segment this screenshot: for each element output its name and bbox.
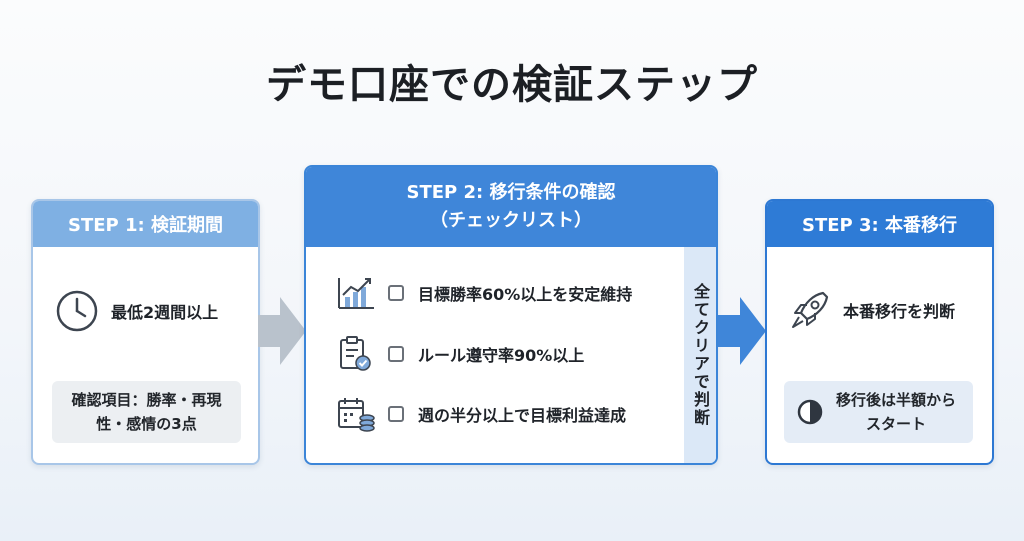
step2-header-line2: （チェックリスト） xyxy=(430,210,592,231)
checklist-item: 目標勝率60%以上を安定維持 xyxy=(336,275,632,311)
step1-note-line1: 確認項目：勝率・再現 xyxy=(71,391,222,409)
checklist-item: ルール遵守率90%以上 xyxy=(336,336,584,372)
step1-header: STEP 1: 検証期間 xyxy=(33,201,258,247)
step2-header-line1: STEP 2: 移行条件の確認 xyxy=(406,182,616,203)
step1-card: STEP 1: 検証期間 最低2週間以上 確認項目：勝率・再現 性・感情の3点 xyxy=(31,199,260,465)
arrow-right-icon xyxy=(258,297,306,365)
clipboard-check-icon xyxy=(340,336,371,371)
rocket-icon xyxy=(792,291,829,328)
step3-header: STEP 3: 本番移行 xyxy=(767,201,992,247)
step1-duration: 最低2週間以上 xyxy=(111,303,219,322)
checklist-label: 週の半分以上で目標利益達成 xyxy=(418,406,627,425)
chart-icon xyxy=(338,278,374,309)
step3-header-label: STEP 3: 本番移行 xyxy=(802,215,957,236)
calendar-coins-icon xyxy=(338,398,375,432)
step3-note-line1: 移行後は半額から xyxy=(836,391,957,409)
step3-note-line2: スタート xyxy=(866,415,927,433)
checklist-item: 週の半分以上で目標利益達成 xyxy=(336,396,626,432)
step3-decision-row: 本番移行を判断 xyxy=(787,287,955,333)
checklist-label: 目標勝率60%以上を安定維持 xyxy=(418,285,633,304)
step3-note-text: 移行後は半額から スタート xyxy=(836,388,956,436)
step3-note: 移行後は半額から スタート xyxy=(784,381,973,443)
step1-duration-row: 最低2週間以上 xyxy=(55,289,218,333)
checkbox[interactable] xyxy=(388,406,404,422)
side-label-bar: 全てクリアで判断 xyxy=(684,247,716,463)
step3-card: STEP 3: 本番移行 本番移行を判断 移行後は半額から スタート xyxy=(765,199,994,465)
side-label: 全てクリアで判断 xyxy=(691,283,710,427)
arrow-right-icon xyxy=(718,297,766,365)
step1-header-label: STEP 1: 検証期間 xyxy=(68,215,223,236)
step1-note: 確認項目：勝率・再現 性・感情の3点 xyxy=(52,381,241,443)
clock-icon xyxy=(56,290,98,332)
half-circle-icon xyxy=(797,399,823,425)
step1-note-line2: 性・感情の3点 xyxy=(96,415,197,433)
checklist-label: ルール遵守率90%以上 xyxy=(418,346,585,365)
step3-decision: 本番移行を判断 xyxy=(843,302,956,321)
page-title: デモ口座での検証ステップ xyxy=(266,62,758,108)
checkbox[interactable] xyxy=(388,346,404,362)
step2-header: STEP 2: 移行条件の確認 （チェックリスト） xyxy=(306,167,716,247)
step2-card: STEP 2: 移行条件の確認 （チェックリスト） 目標勝率60%以上を安定維持… xyxy=(304,165,718,465)
checkbox[interactable] xyxy=(388,285,404,301)
